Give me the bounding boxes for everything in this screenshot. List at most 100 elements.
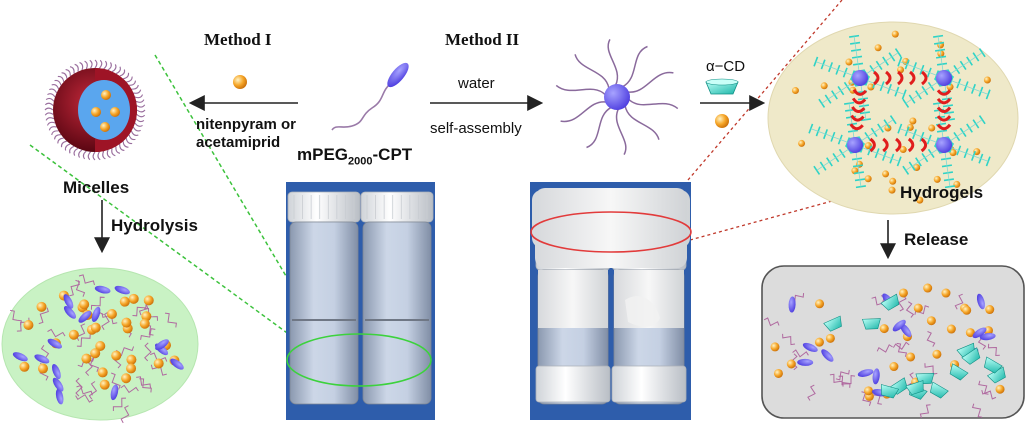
- drug-particle: [928, 124, 936, 132]
- cpt-node: [936, 137, 952, 153]
- helix-segment: [907, 137, 915, 153]
- vial-base: [611, 365, 687, 403]
- polymer-chain: [981, 389, 997, 400]
- cd-segment: [901, 89, 907, 100]
- polymer-hair: [115, 66, 121, 75]
- polymer-hair: [73, 147, 79, 156]
- drug-particle: [949, 149, 957, 157]
- polymer-chain: [69, 280, 80, 297]
- polymer-chain: [144, 342, 152, 362]
- polymer-chain: [117, 346, 135, 357]
- polymer-hair: [111, 64, 117, 73]
- polymer-chain: [120, 384, 139, 394]
- helix-segment: [936, 115, 952, 122]
- helix-segment: [909, 70, 916, 86]
- polymer-hair: [87, 151, 92, 161]
- release-label: Release: [904, 230, 969, 249]
- cpt-particle: [110, 384, 119, 401]
- polymer-hair: [136, 113, 146, 118]
- drug-particle: [126, 354, 137, 365]
- drug-molecule-icon: [233, 75, 247, 89]
- polymer-chain: [892, 341, 910, 350]
- drug-particle: [932, 349, 942, 359]
- drug-particle: [923, 283, 933, 293]
- polymer-hair: [65, 69, 71, 77]
- cd-segment: [813, 165, 821, 175]
- polymer-hair: [119, 69, 126, 77]
- helix-segment: [936, 106, 952, 113]
- drug-particle: [19, 361, 30, 372]
- polymer-chain: [101, 311, 110, 330]
- drug-particle: [90, 322, 101, 333]
- helix-segment: [936, 123, 952, 131]
- polymer-hair: [102, 150, 106, 160]
- vial-body: [362, 221, 432, 405]
- cpt-particle: [972, 327, 987, 339]
- polymer-chain: [926, 331, 936, 347]
- polymer-hair: [49, 88, 58, 94]
- cpt-particle: [788, 296, 796, 313]
- cd-segment: [985, 89, 991, 100]
- polymer-chain: [75, 394, 94, 403]
- polymer-hair: [57, 137, 64, 144]
- polymer-chain: [88, 381, 98, 400]
- drug-particle: [814, 337, 824, 347]
- cpt-particle: [63, 306, 77, 319]
- cyclodextrin-icon: [705, 78, 739, 95]
- helix-segment: [885, 70, 892, 86]
- drug-particle: [889, 177, 897, 185]
- mpeg-prefix: mPEG: [297, 145, 349, 164]
- polymer-chain: [76, 334, 91, 347]
- polymer-hair: [134, 122, 143, 127]
- cpt-particle: [170, 358, 184, 370]
- polymer-hair: [132, 126, 141, 132]
- drug-particle: [36, 301, 47, 312]
- vial-cap: [360, 191, 434, 223]
- helix-segment: [936, 97, 952, 105]
- polymer-hair: [64, 143, 71, 151]
- drug-particle: [126, 363, 137, 374]
- cd-ring: [823, 315, 842, 332]
- drug-particle: [874, 44, 882, 52]
- helix-segment: [897, 70, 904, 86]
- drug-particle: [141, 311, 152, 322]
- star-micelle-icon: [555, 39, 679, 155]
- polymer-hair: [122, 72, 130, 80]
- polymer-chain: [112, 397, 127, 411]
- drug-particle: [906, 352, 916, 362]
- polymer-chain: [132, 303, 147, 317]
- cpt-node: [847, 137, 863, 153]
- polymer-hair: [57, 75, 65, 83]
- drug-particle: [909, 117, 917, 125]
- polymer-hair: [92, 151, 96, 161]
- cpt-node: [936, 70, 952, 86]
- cpt-particle: [47, 338, 63, 349]
- drug-particle: [953, 180, 961, 188]
- polymer-hair: [54, 134, 62, 140]
- helix-segment: [921, 70, 928, 86]
- drug-particle: [962, 305, 972, 315]
- drug-particle: [995, 384, 1005, 394]
- polymer-chain: [47, 328, 66, 338]
- polymer-hair: [135, 118, 145, 123]
- cpt-particle: [114, 285, 130, 295]
- polymer-chain: [140, 328, 156, 340]
- drug-particle: [139, 318, 150, 329]
- polymer-hair: [111, 148, 116, 157]
- polymer-chain: [835, 369, 850, 381]
- hydrogels-label: Hydrogels: [900, 183, 984, 202]
- cpt-particle: [63, 294, 74, 309]
- polymer-chain: [978, 380, 989, 395]
- polymer-arm: [615, 108, 627, 155]
- polymer-hair: [115, 146, 121, 154]
- cd-ring: [862, 318, 881, 330]
- drug-particle: [153, 358, 164, 369]
- polymer-arm: [622, 45, 648, 88]
- cd-ring: [961, 347, 981, 365]
- cpt-particle: [52, 377, 64, 392]
- polymer-arm: [624, 105, 660, 141]
- cpt-particle: [91, 306, 101, 323]
- drug-particle: [773, 368, 783, 378]
- drug-particle: [879, 324, 889, 334]
